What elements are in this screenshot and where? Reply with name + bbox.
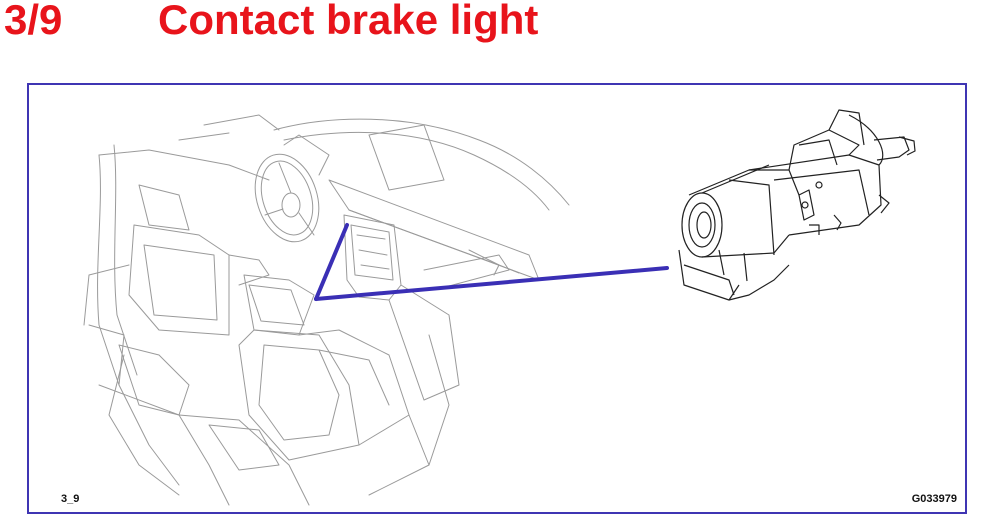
figure-reference-label: 3_9 [61,493,80,505]
callout-line-to-console [314,223,349,301]
callout-line-to-switch [314,266,669,301]
car-interior-illustration [83,109,916,506]
figure-frame: 3_9 G033979 [27,83,967,514]
drawing-code-label: G033979 [911,493,957,505]
slide-title: Contact brake light [158,0,539,43]
slide-number: 3/9 [4,0,63,43]
